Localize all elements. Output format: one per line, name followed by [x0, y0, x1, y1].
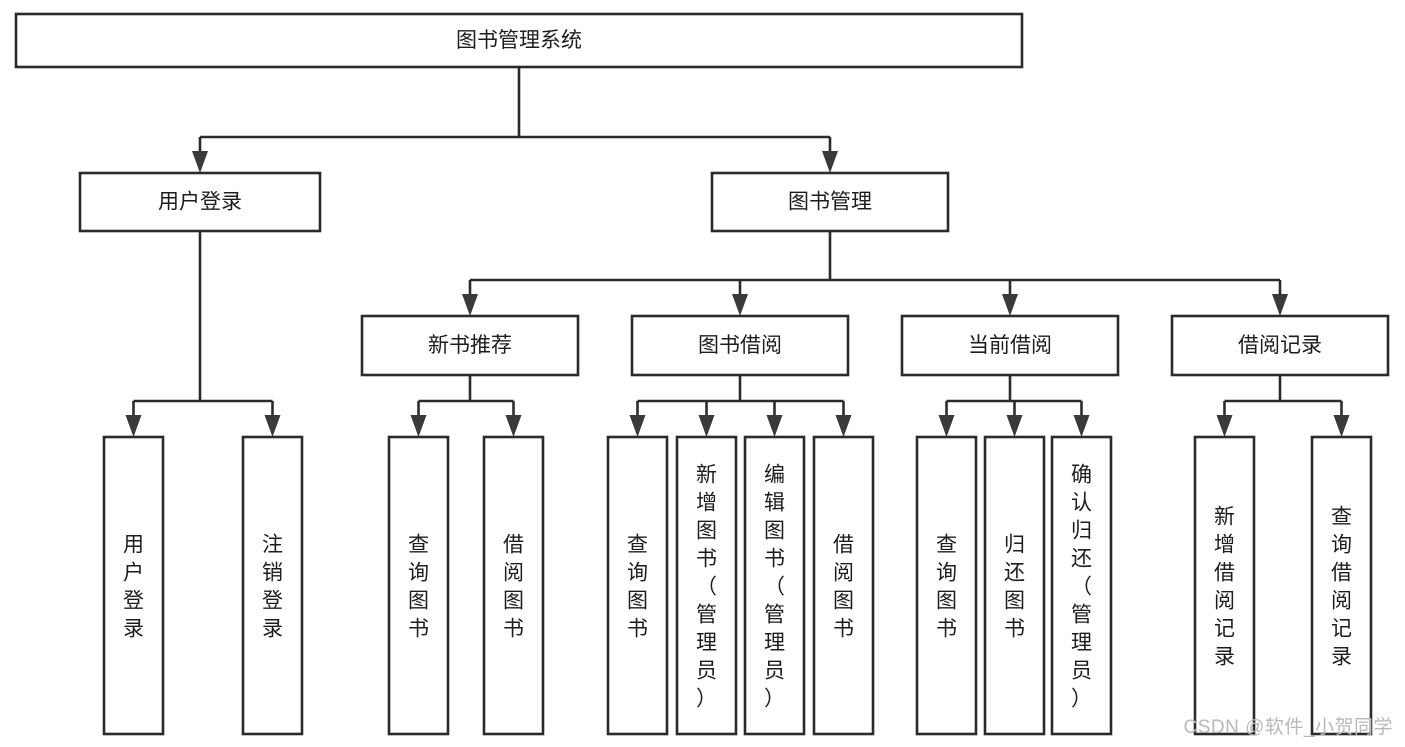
node-leaf-edit-book-admin[interactable]: 编辑图书（管理员）: [743, 435, 806, 736]
node-box-leaf-return-book[interactable]: [983, 435, 1046, 736]
node-user-login[interactable]: 用户登录: [78, 171, 322, 233]
node-leaf-query-borrow-record[interactable]: 查询借阅记录: [1310, 435, 1373, 736]
node-label-new-book-rec: 新书推荐: [428, 334, 512, 357]
arrow-head-icon: [410, 415, 427, 437]
node-box-book-borrow[interactable]: [630, 314, 850, 377]
arrow-head-icon: [1073, 415, 1090, 437]
node-label-leaf-borrow-book-1: 借阅图书: [503, 533, 524, 640]
node-label-leaf-return-book: 归还图书: [1004, 533, 1025, 640]
node-label-leaf-user-login: 用户登录: [123, 533, 144, 640]
node-borrow-record[interactable]: 借阅记录: [1170, 314, 1390, 377]
node-label-leaf-query-book-1: 查询图书: [408, 533, 429, 640]
node-box-current-borrow[interactable]: [900, 314, 1120, 377]
node-label-borrow-record: 借阅记录: [1238, 334, 1322, 357]
arrow-head-icon: [822, 151, 838, 173]
node-label-leaf-add-borrow-record: 新增借阅记录: [1214, 505, 1235, 668]
node-leaf-user-login[interactable]: 用户登录: [102, 435, 165, 736]
node-leaf-user-logout[interactable]: 注销登录: [241, 435, 304, 736]
arrow-head-icon: [1216, 415, 1233, 437]
arrow-head-icon: [192, 151, 208, 173]
node-leaf-query-book-1[interactable]: 查询图书: [387, 435, 450, 736]
node-label-leaf-user-logout: 注销登录: [262, 533, 283, 640]
node-label-user-login: 用户登录: [158, 191, 242, 214]
arrow-head-icon: [1006, 415, 1023, 437]
node-label-book-manage: 图书管理: [788, 191, 872, 214]
node-root[interactable]: 图书管理系统: [14, 12, 1024, 69]
node-box-leaf-borrow-book-1[interactable]: [482, 435, 545, 736]
node-box-leaf-user-logout[interactable]: [241, 435, 304, 736]
edge-layer: [125, 67, 1350, 437]
node-book-manage[interactable]: 图书管理: [710, 171, 950, 233]
node-box-book-manage[interactable]: [710, 171, 950, 233]
node-leaf-query-book-2[interactable]: 查询图书: [606, 435, 669, 736]
node-label-leaf-confirm-return-admin: 确认归还（管理员）: [1071, 463, 1092, 710]
node-label-leaf-query-book-2: 查询图书: [627, 533, 648, 640]
node-box-user-login[interactable]: [78, 171, 322, 233]
arrow-head-icon: [629, 415, 646, 437]
node-new-book-rec[interactable]: 新书推荐: [360, 314, 580, 377]
node-label-leaf-add-book-admin: 新增图书（管理员）: [696, 463, 717, 710]
arrow-head-icon: [698, 415, 715, 437]
node-label-book-borrow: 图书借阅: [698, 334, 782, 357]
node-box-leaf-user-login[interactable]: [102, 435, 165, 736]
node-box-borrow-record[interactable]: [1170, 314, 1390, 377]
arrow-head-icon: [264, 415, 281, 437]
arrow-head-icon: [835, 415, 852, 437]
arrow-head-icon: [1333, 415, 1350, 437]
arrow-head-icon: [1272, 294, 1288, 316]
node-box-leaf-edit-book-admin[interactable]: [743, 435, 806, 736]
node-leaf-add-book-admin[interactable]: 新增图书（管理员）: [675, 435, 738, 736]
arrow-head-icon: [732, 294, 748, 316]
node-box-leaf-add-borrow-record[interactable]: [1193, 435, 1256, 736]
node-label-current-borrow: 当前借阅: [968, 334, 1052, 357]
node-box-leaf-query-book-1[interactable]: [387, 435, 450, 736]
node-label-root: 图书管理系统: [456, 29, 582, 52]
node-box-root[interactable]: [14, 12, 1024, 69]
node-box-leaf-add-book-admin[interactable]: [675, 435, 738, 736]
node-leaf-add-borrow-record[interactable]: 新增借阅记录: [1193, 435, 1256, 736]
arrow-head-icon: [505, 415, 522, 437]
watermark-text: CSDN @软件_小贺同学: [1183, 717, 1393, 738]
node-box-new-book-rec[interactable]: [360, 314, 580, 377]
node-box-leaf-query-book-2[interactable]: [606, 435, 669, 736]
node-label-leaf-query-book-3: 查询图书: [936, 533, 957, 640]
node-box-leaf-confirm-return-admin[interactable]: [1050, 435, 1113, 736]
node-box-leaf-query-borrow-record[interactable]: [1310, 435, 1373, 736]
node-box-leaf-query-book-3[interactable]: [915, 435, 978, 736]
node-leaf-borrow-book-1[interactable]: 借阅图书: [482, 435, 545, 736]
arrow-head-icon: [1002, 294, 1018, 316]
node-leaf-borrow-book-2[interactable]: 借阅图书: [812, 435, 875, 736]
node-label-leaf-query-borrow-record: 查询借阅记录: [1331, 505, 1352, 668]
node-leaf-confirm-return-admin[interactable]: 确认归还（管理员）: [1050, 435, 1113, 736]
arrow-head-icon: [462, 294, 478, 316]
arrow-head-icon: [766, 415, 783, 437]
node-current-borrow[interactable]: 当前借阅: [900, 314, 1120, 377]
node-book-borrow[interactable]: 图书借阅: [630, 314, 850, 377]
node-leaf-query-book-3[interactable]: 查询图书: [915, 435, 978, 736]
arrow-head-icon: [938, 415, 955, 437]
node-layer: 图书管理系统用户登录图书管理新书推荐图书借阅当前借阅借阅记录用户登录注销登录查询…: [14, 12, 1390, 736]
arrow-head-icon: [125, 415, 142, 437]
node-label-leaf-edit-book-admin: 编辑图书（管理员）: [764, 463, 785, 710]
node-label-leaf-borrow-book-2: 借阅图书: [833, 533, 854, 640]
node-box-leaf-borrow-book-2[interactable]: [812, 435, 875, 736]
node-leaf-return-book[interactable]: 归还图书: [983, 435, 1046, 736]
